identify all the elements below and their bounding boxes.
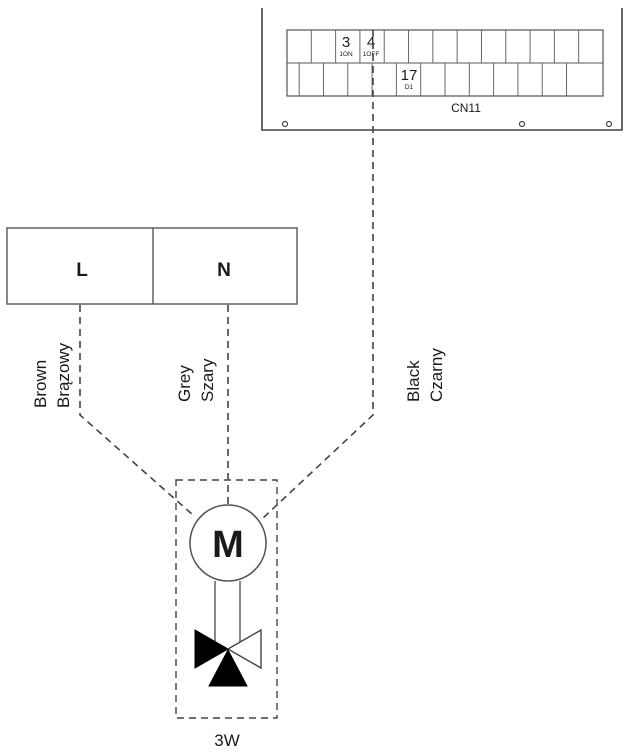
brown-wire-label-en: Brown: [31, 360, 50, 408]
grey-wire-label-group: Grey: [175, 365, 194, 402]
board-mount-hole: [605, 120, 613, 128]
black-wire: [262, 30, 374, 519]
cn11-connector: [286, 29, 604, 97]
grey-wire-label-en: Grey: [175, 365, 194, 402]
valve-label: 3W: [214, 731, 240, 750]
pin-17-sub: D1: [405, 84, 414, 91]
board-mount-hole: [518, 120, 526, 128]
board-mount-hole: [281, 120, 289, 128]
cn11-label: CN11: [451, 101, 481, 115]
pin-3-sub: 1ON: [339, 51, 353, 58]
valve-left-triangle: [194, 629, 230, 669]
brown-wire-label-pl: Brązowy: [54, 342, 73, 408]
valve-enclosure: [175, 479, 278, 719]
brown-wire-label-group: Brown: [31, 360, 50, 408]
pin-4-sub: 1OFF: [363, 51, 380, 58]
black-wire-label-pl-group: Czarny: [427, 348, 446, 402]
black-wire-label-pl: Czarny: [427, 348, 446, 402]
pin-17-number: 17: [401, 67, 418, 84]
terminal-block-outline: [6, 227, 298, 305]
motor: M: [189, 504, 267, 582]
grey-wire-label-pl: Szary: [198, 358, 217, 402]
wires: [79, 30, 374, 519]
pin-3-number: 3: [342, 34, 350, 51]
brown-wire-label-pl-group: Brązowy: [54, 342, 73, 408]
valve-right-triangle: [226, 628, 262, 670]
brown-wire: [79, 305, 194, 516]
terminal-block: L N: [6, 227, 298, 305]
valve-bottom-triangle: [208, 648, 248, 687]
board-outline: [261, 8, 623, 131]
motor-circle: [189, 504, 267, 582]
grey-wire-label-pl-group: Szary: [198, 358, 217, 402]
pin-4-number: 4: [367, 34, 375, 51]
terminal-n-label: N: [217, 260, 231, 281]
three-way-valve-icon: [194, 628, 262, 687]
terminal-l-label: L: [76, 260, 88, 281]
black-wire-label-group: Black: [404, 360, 423, 402]
control-board: [261, 8, 623, 131]
black-wire-label-en: Black: [404, 360, 423, 402]
motor-symbol: M: [212, 524, 244, 566]
